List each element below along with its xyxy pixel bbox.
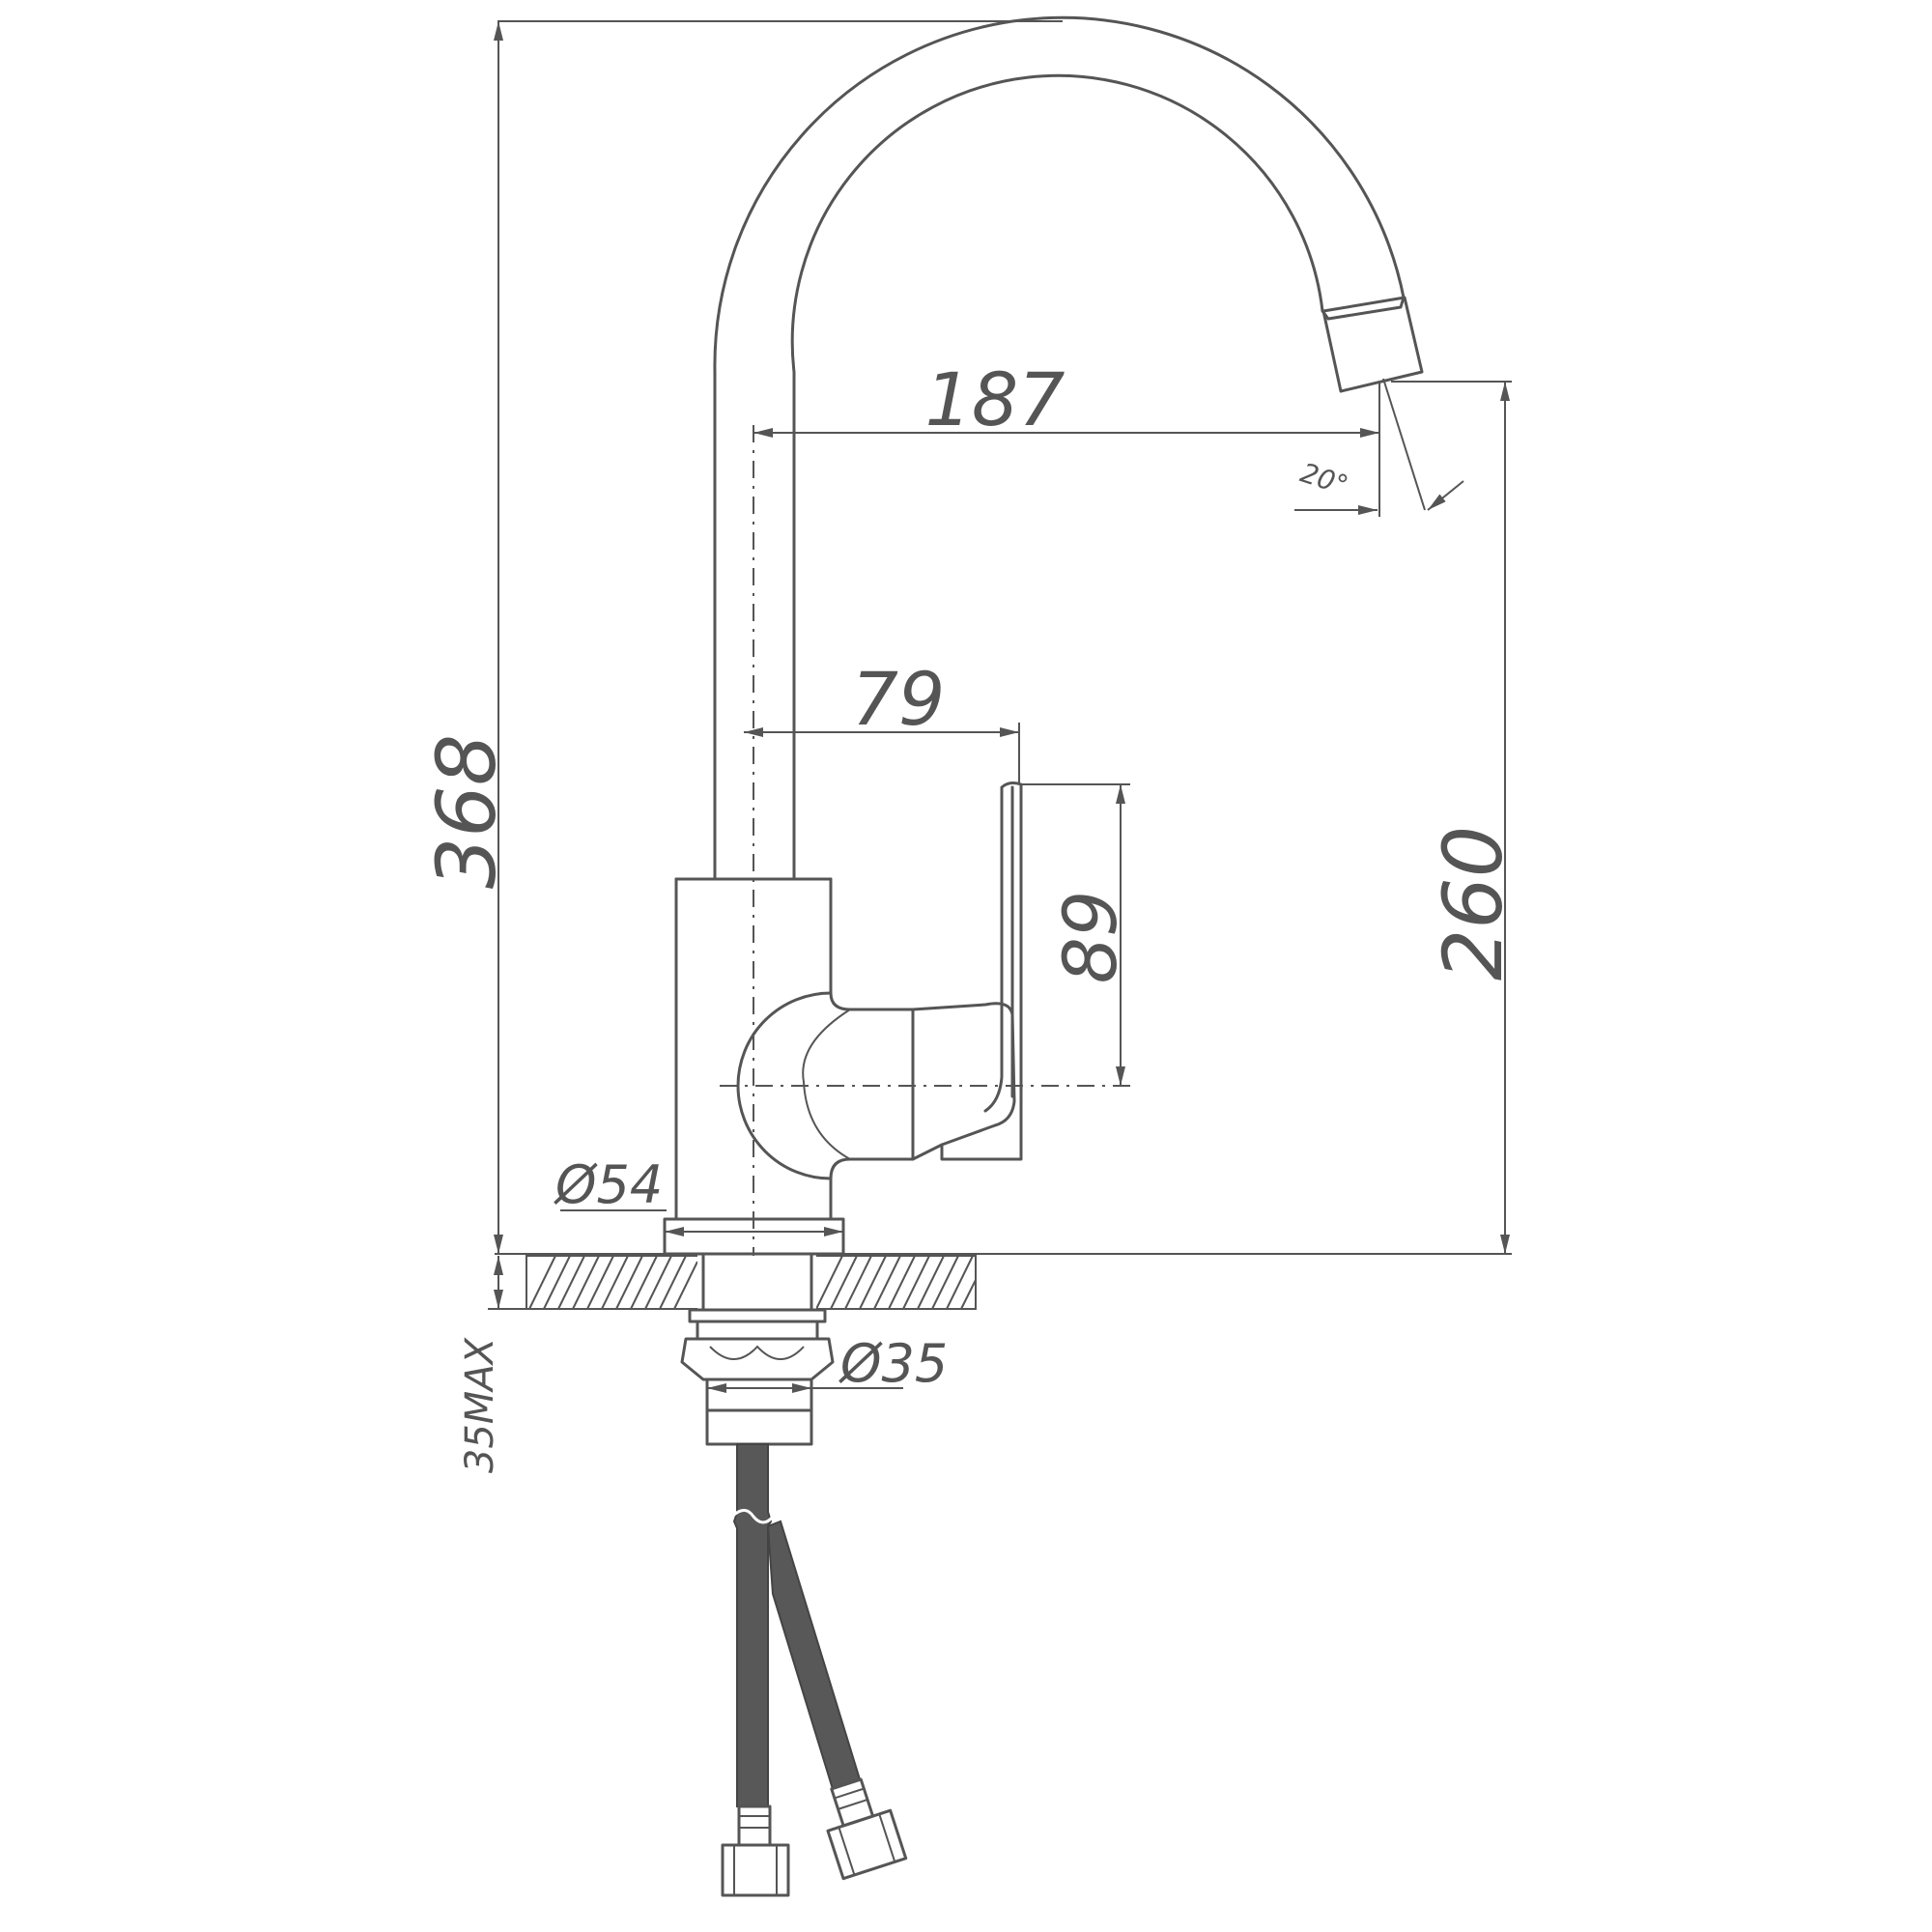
fitting-straight-collar: [737, 1804, 772, 1847]
fitting-straight-nut: [721, 1843, 790, 1897]
dim-handle-reach: 79: [852, 656, 946, 742]
dim-spout-reach: 187: [924, 356, 1065, 442]
dim-total-height: 368: [419, 734, 514, 889]
fitting-angled-nut: [826, 1808, 908, 1881]
supply-hoses: [721, 1443, 908, 1897]
dimensions: 368 187 20° 260 79 89 Ø54 Ø35: [419, 20, 1520, 1473]
dim-spout-angle: 20°: [1296, 457, 1351, 502]
dim-shank-diameter: Ø35: [838, 1333, 948, 1394]
aerator: [1321, 296, 1424, 393]
dim-spout-height: 260: [1426, 826, 1520, 980]
cartridge-dome: [736, 991, 833, 1180]
dim-handle-height: 89: [1047, 891, 1133, 984]
countertop-hatch-left: [528, 1255, 698, 1310]
dim-max-counter-thickness: 35MAX: [458, 1336, 502, 1473]
body: [674, 877, 915, 1221]
faucet: [663, 15, 1424, 1897]
countertop-hatch-right: [815, 1255, 977, 1310]
hose-straight: [732, 1443, 773, 1807]
countertop: [495, 1253, 1512, 1310]
handle: [911, 781, 1023, 1161]
hose-angled: [766, 1520, 862, 1791]
spout: [713, 15, 1406, 881]
dim-base-diameter: Ø54: [554, 1154, 663, 1215]
